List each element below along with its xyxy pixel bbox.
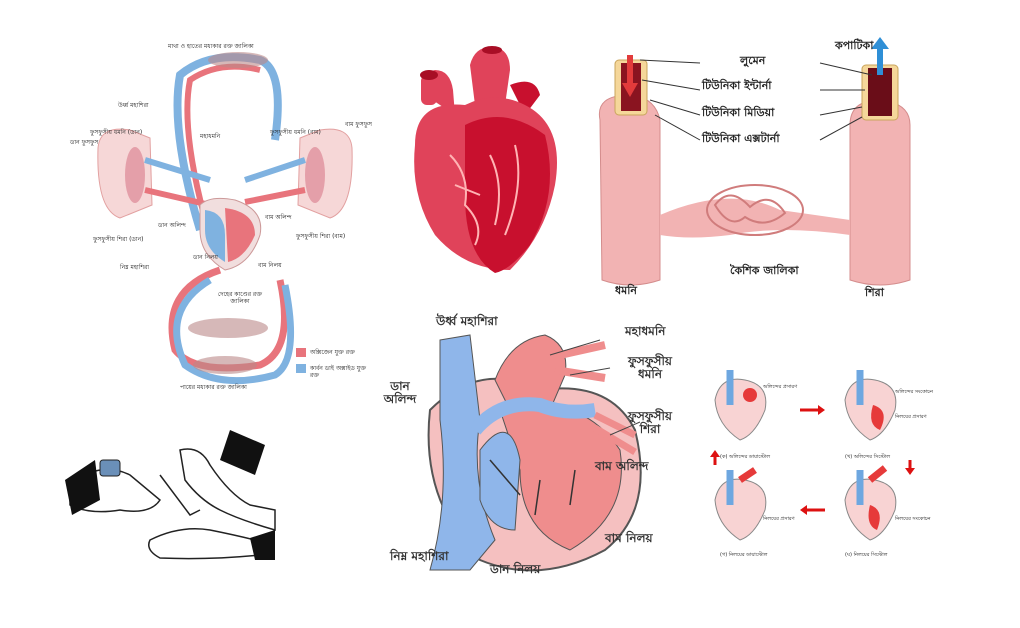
heart-illustration [395,35,575,290]
cycle-heart-d [844,465,897,541]
circulation-diagram: মাথা ও হাতের মধ্যকার রক্ত জালিকা উর্ধ্ব … [60,30,390,410]
label-left-ventricle: বাম নিলয় [258,262,282,269]
label-lumen: লুমেন [740,54,766,67]
label-top-network: মাথা ও হাতের মধ্যকার রক্ত জালিকা [168,43,254,50]
label-left-lung: বাম ফুসফুস [345,121,373,128]
legend-oxygenated: অক্সিজেন যুক্ত রক্ত [310,349,355,356]
label-section-inferior-vena-cava: নিম্ন মহাশিরা [390,549,449,563]
label-section-right-atrium: ডান অলিন্দ [383,379,417,407]
label-trunk-network: দেহের কাণ্ডের রক্ত জালিকা [217,291,263,305]
label-pulmonary-vein-right: ফুসফুসীয় শিরা (ডান) [93,236,144,243]
label-right-ventricle: ডান নিলয় [193,254,218,261]
cardiac-cycle-drawing [710,370,915,541]
pulse-check-illustration [60,420,280,570]
label-valve: কপাটিকা [835,39,874,52]
label-tunica-interna: টিউনিকা ইন্টার্না [702,79,772,92]
label-superior-vena-cava: উর্ধ্ব মহাশিরা [118,102,149,109]
vessel-diagram: লুমেন কপাটিকা টিউনিকা ইন্টার্না টিউনিকা … [580,35,925,305]
label-section-right-ventricle: ডান নিলয় [490,562,541,576]
label-right-atrium: ডান অলিন্দ [158,222,186,229]
label-ventricle-contraction: নিলয়ের সংকোচন [895,516,931,522]
label-section-superior-vena-cava: উর্ধ্ব মহাশিরা [436,314,498,328]
label-vein: শিরা [865,286,884,299]
label-section-left-atrium: বাম অলিন্দ [595,459,649,473]
pulse-check-drawing [65,430,276,560]
label-ventricle-expansion-2: নিলয়ের প্রসারণ [763,516,795,522]
label-atrial-contraction: অলিন্দের সংকোচন [895,389,933,395]
vessel-drawing [598,37,911,286]
label-section-left-ventricle: বাম নিলয় [605,531,653,545]
label-pulmonary-vein-left: ফুসফুসীয় শিরা (বাম) [296,233,346,240]
caption-a: (ক) অলিন্দের ডায়াস্টোল [720,454,771,460]
label-right-lung: ডান ফুসফুস [70,139,99,146]
label-artery: ধমনি [615,284,637,297]
label-tunica-media: টিউনিকা মিডিয়া [702,106,775,119]
label-section-pulmonary-artery: ফুসফুসীয় ধমনি [628,354,672,382]
label-atrial-expansion: অলিন্দের প্রসারণ [763,384,798,390]
cycle-heart-b [844,370,897,441]
label-section-aorta: মহাধমনি [625,324,666,338]
caption-d: (ঘ) নিলয়ের সিস্টোল [845,552,888,558]
label-aorta: মহাধমনি [200,133,221,140]
label-ventricle-expansion-1: নিলয়ের প্রসারণ [895,414,927,420]
label-capillary: কৈশিক জালিকা [730,264,799,277]
label-tunica-externa: টিউনিকা এক্সটার্না [702,132,780,145]
heart-drawing [414,46,557,273]
heart-section-diagram: উর্ধ্ব মহাশিরা মহাধমনি ফুসফুসীয় ধমনি ডা… [370,300,690,590]
label-pulmonary-artery-left: ফুসফুসীয় ধমনি (বাম) [270,129,321,136]
caption-b: (খ) অলিন্দের সিস্টোল [845,454,891,460]
caption-c: (গ) নিলয়ের ডায়াস্টোল [720,552,768,558]
cycle-heart-c [714,467,767,541]
label-inferior-vena-cava: নিম্ন মহাশিরা [120,264,150,271]
label-bottom-network: পায়ের মধ্যকার রক্ত জালিকা [180,384,247,391]
legend-deoxygenated: কার্বন ডাই অক্সাইড যুক্ত রক্ত [310,365,367,379]
label-pulmonary-artery-right: ফুসফুসীয় ধমনি (ডান) [90,129,143,136]
heart-section-drawing [427,334,642,572]
circulation-drawing [97,52,353,385]
label-left-atrium: বাম অলিন্দ [265,214,292,221]
cardiac-cycle-diagram: অলিন্দের প্রসারণ অলিন্দের সংকোচন নিলয়ের… [705,365,965,565]
label-section-pulmonary-vein: ফুসফুসীয় শিরা [628,409,672,437]
cycle-heart-a [714,370,767,441]
